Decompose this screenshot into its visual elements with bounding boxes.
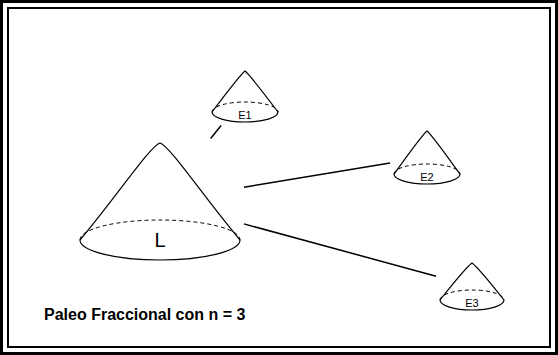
cone-side	[80, 143, 240, 240]
cone-label: L	[154, 230, 165, 250]
cone-node: E1	[210, 68, 280, 124]
cone-side	[440, 263, 504, 300]
cone-node: L	[78, 140, 242, 262]
cone-node: E2	[392, 128, 462, 186]
connector-line	[211, 126, 221, 139]
cone-label: E3	[465, 298, 478, 309]
cone-label: E2	[420, 172, 433, 183]
cone-node: E3	[438, 260, 506, 312]
connector-line	[244, 163, 390, 187]
cone-side	[212, 71, 278, 112]
caption: Paleo Fraccional con n = 3	[44, 306, 245, 324]
inner-frame	[8, 8, 550, 347]
cone-label: E1	[238, 110, 251, 121]
connector-line	[244, 224, 436, 276]
cone-side	[394, 131, 460, 174]
